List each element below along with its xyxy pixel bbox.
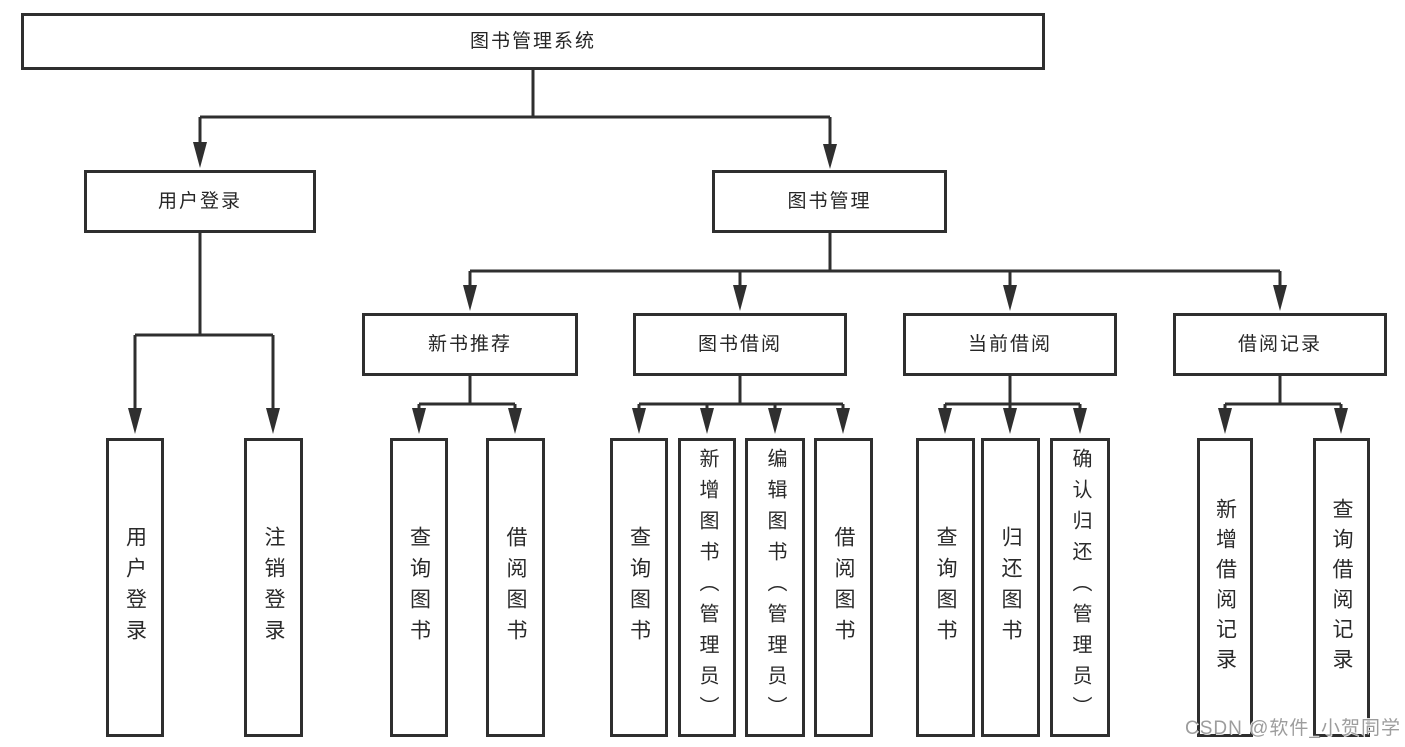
- arrow-to-user-login: [193, 142, 207, 168]
- connector-root: [198, 70, 832, 146]
- connector-borrow-records: [1223, 376, 1343, 409]
- node-book-borrow-label: 图书借阅: [697, 334, 782, 355]
- arrow-to-current-borrow: [1003, 285, 1017, 311]
- leaf-add-borrow-record-label: 新增借阅记录: [1213, 497, 1237, 678]
- leaf-user-login: 用户登录: [106, 438, 164, 737]
- leaf-return-book: 归还图书: [981, 438, 1040, 737]
- node-book-management-label: 图书管理: [787, 191, 872, 212]
- arrow-to-leaf-borrow-book-1: [508, 408, 522, 434]
- leaf-query-borrow-record-label: 查询借阅记录: [1330, 497, 1353, 678]
- arrow-to-leaf-logout: [266, 408, 280, 434]
- leaf-return-book-label: 归还图书: [999, 525, 1022, 650]
- node-root-label: 图书管理系统: [469, 31, 596, 52]
- arrow-to-leaf-login: [128, 408, 142, 434]
- leaf-query-book-1-label: 查询图书: [407, 525, 431, 650]
- arrow-to-leaf-query-book-3: [938, 408, 952, 434]
- node-new-book-recommend: 新书推荐: [362, 313, 578, 376]
- node-book-borrow: 图书借阅: [633, 313, 847, 376]
- connector-user-login: [133, 233, 275, 409]
- leaf-logout-login: 注销登录: [244, 438, 303, 737]
- leaf-edit-book-admin-label: 编辑图书（管理员）: [764, 448, 786, 727]
- node-new-book-recommend-label: 新书推荐: [427, 334, 512, 355]
- arrow-to-leaf-query-book-2: [632, 408, 646, 434]
- node-root: 图书管理系统: [21, 13, 1045, 70]
- arrow-to-leaf-query-record: [1334, 408, 1348, 434]
- leaf-confirm-return-admin: 确认归还（管理员）: [1050, 438, 1110, 737]
- leaf-borrow-book-2-label: 借阅图书: [832, 525, 855, 650]
- node-user-login: 用户登录: [84, 170, 316, 233]
- leaf-query-book-1: 查询图书: [390, 438, 448, 737]
- arrow-to-leaf-borrow-book-2: [836, 408, 850, 434]
- leaf-add-book-admin-label: 新增图书（管理员）: [696, 448, 718, 727]
- arrow-to-book-management: [823, 144, 837, 169]
- csdn-watermark: CSDN @软件_小贺同学: [1185, 718, 1401, 739]
- arrow-to-leaf-add-book: [700, 408, 714, 434]
- arrow-to-leaf-confirm-return: [1073, 408, 1087, 434]
- node-current-borrow-label: 当前借阅: [967, 334, 1052, 355]
- leaf-query-book-3: 查询图书: [916, 438, 975, 737]
- arrow-to-leaf-query-book-1: [412, 408, 426, 434]
- leaf-confirm-return-admin-label: 确认归还（管理员）: [1069, 448, 1091, 727]
- leaf-query-borrow-record: 查询借阅记录: [1313, 438, 1370, 737]
- arrow-to-book-borrow: [733, 285, 747, 311]
- arrow-to-leaf-edit-book: [768, 408, 782, 434]
- leaf-query-book-2-label: 查询图书: [627, 525, 651, 650]
- arrow-to-leaf-return-book: [1003, 408, 1017, 434]
- leaf-logout-login-label: 注销登录: [262, 525, 285, 650]
- node-current-borrow: 当前借阅: [903, 313, 1117, 376]
- arrowheads: [128, 142, 1348, 434]
- leaf-edit-book-admin: 编辑图书（管理员）: [745, 438, 805, 737]
- node-borrow-records: 借阅记录: [1173, 313, 1387, 376]
- leaf-borrow-book-1: 借阅图书: [486, 438, 545, 737]
- leaf-add-book-admin: 新增图书（管理员）: [678, 438, 736, 737]
- arrow-to-new-book-recommend: [463, 285, 477, 311]
- connector-new-book-recommend: [417, 376, 517, 409]
- arrow-to-leaf-add-record: [1218, 408, 1232, 434]
- leaf-query-book-3-label: 查询图书: [934, 525, 957, 650]
- leaf-borrow-book-2: 借阅图书: [814, 438, 873, 737]
- connector-current-borrow: [943, 376, 1082, 409]
- connector-book-borrow: [637, 376, 845, 409]
- arrow-to-borrow-records: [1273, 285, 1287, 311]
- leaf-user-login-label: 用户登录: [123, 525, 147, 650]
- node-borrow-records-label: 借阅记录: [1237, 334, 1322, 355]
- leaf-query-book-2: 查询图书: [610, 438, 668, 737]
- node-user-login-label: 用户登录: [157, 191, 242, 212]
- leaf-borrow-book-1-label: 借阅图书: [504, 525, 527, 650]
- node-book-management: 图书管理: [712, 170, 947, 233]
- connector-book-management: [468, 233, 1282, 287]
- leaf-add-borrow-record: 新增借阅记录: [1197, 438, 1253, 737]
